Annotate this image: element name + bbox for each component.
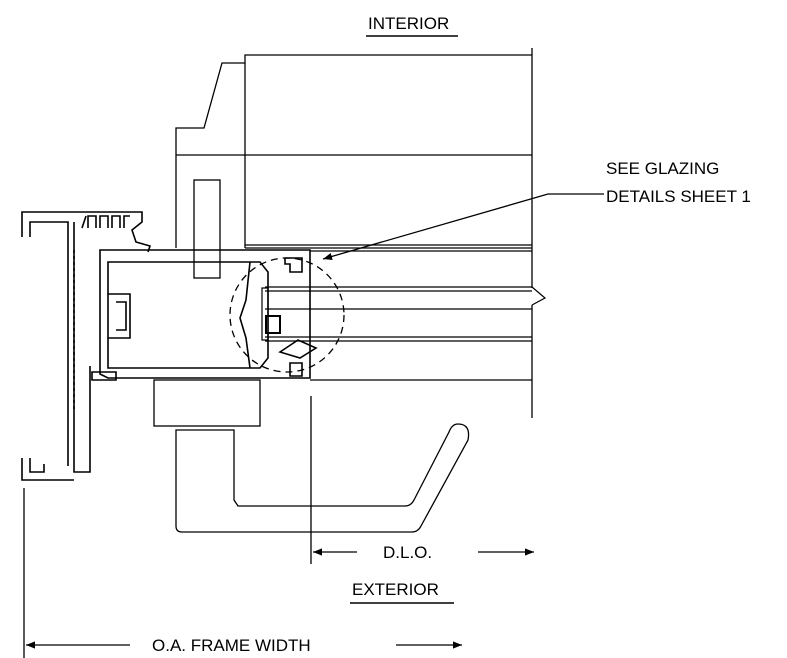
subframe-receptor: [21, 211, 152, 481]
glazing-detail-circle: [229, 257, 345, 373]
callout-text-line1: SEE GLAZING: [606, 159, 719, 178]
callout-text-line2: DETAILS SHEET 1: [606, 187, 751, 206]
sash-frame-profile: [175, 48, 533, 418]
oa-frame-width-dimension: O.A. FRAME WIDTH: [23, 488, 462, 658]
exterior-label: EXTERIOR: [352, 580, 439, 599]
main-frame-extrusion: [99, 249, 318, 379]
interior-label: INTERIOR: [368, 14, 449, 33]
dlo-label: D.L.O.: [383, 543, 432, 562]
handle-assembly: [153, 379, 470, 533]
callout-leader-line: [322, 193, 604, 260]
glazing-unit: [261, 250, 547, 381]
oa-frame-width-label: O.A. FRAME WIDTH: [152, 636, 311, 655]
dlo-dimension: D.L.O.: [310, 396, 534, 564]
